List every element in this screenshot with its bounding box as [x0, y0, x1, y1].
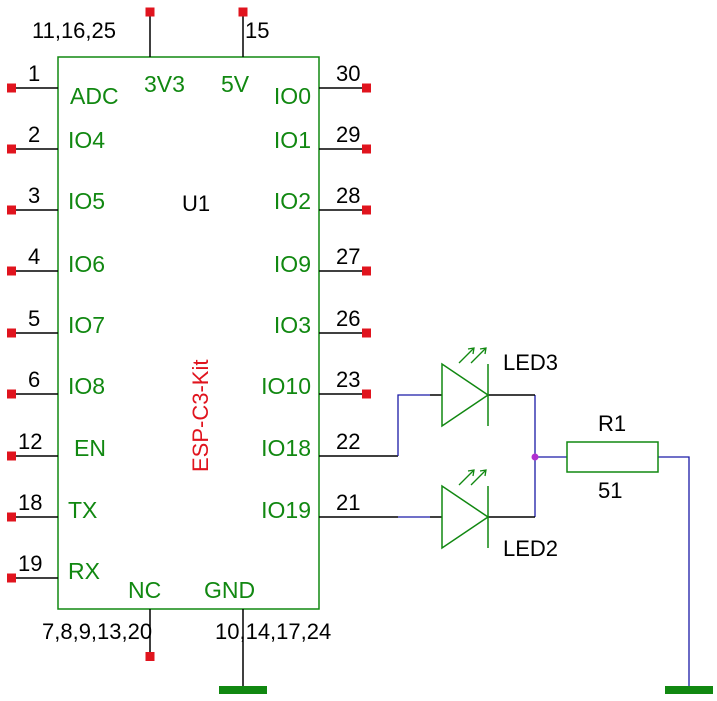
right-pin-io2[interactable]: 28 IO2: [274, 183, 371, 215]
right-pin-io0-name: IO0: [274, 83, 311, 109]
bottom-pin-gnd-name: GND: [204, 577, 255, 603]
left-pin-io5-name: IO5: [68, 188, 105, 214]
r1-value: 51: [598, 478, 622, 503]
right-pin-io1-name: IO1: [274, 127, 311, 153]
unconnected-marker: [238, 7, 248, 17]
left-pin-io7-name: IO7: [68, 312, 105, 338]
u1-value: ESP-C3-Kit: [188, 360, 213, 472]
unconnected-marker: [145, 7, 155, 17]
right-pin-io10[interactable]: 23 IO10: [261, 367, 371, 399]
right-pin-io10-name: IO10: [261, 373, 311, 399]
right-pin-io19-name: IO19: [261, 497, 311, 523]
left-pin-tx-number: 18: [18, 490, 42, 515]
unconnected-marker: [7, 328, 16, 338]
unconnected-marker: [7, 512, 16, 522]
left-pin-io8-number: 6: [28, 367, 40, 392]
left-pin-en-name: EN: [74, 435, 106, 461]
right-pin-io3[interactable]: 26 IO3: [274, 306, 371, 338]
left-pin-adc-number: 1: [28, 61, 40, 86]
right-pin-io19-number: 21: [336, 490, 360, 515]
right-pin-io2-number: 28: [336, 183, 360, 208]
left-pin-en-number: 12: [18, 429, 42, 454]
unconnected-marker: [7, 451, 16, 461]
left-pin-rx[interactable]: 19 RX: [7, 551, 100, 584]
top-pin-5v[interactable]: 15 5V: [221, 7, 269, 98]
right-pin-io1[interactable]: 29 IO1: [274, 122, 371, 154]
top-pin-5v-name: 5V: [221, 71, 250, 97]
junction-dot: [531, 453, 539, 461]
wire-r1-gnd[interactable]: [658, 456, 690, 687]
left-pin-io4[interactable]: 2 IO4: [7, 122, 105, 154]
right-pin-io1-number: 29: [336, 122, 360, 147]
right-pin-io2-name: IO2: [274, 188, 311, 214]
left-pin-rx-name: RX: [68, 558, 100, 584]
right-pin-io9[interactable]: 27 IO9: [274, 244, 371, 277]
light-arrows-icon: [458, 469, 487, 486]
led3[interactable]: LED3: [430, 347, 558, 428]
left-pin-io7[interactable]: 5 IO7: [7, 306, 105, 338]
bottom-pin-nc[interactable]: NC 7,8,9,13,20: [42, 577, 161, 661]
u1-designator: U1: [182, 191, 210, 216]
left-pin-en[interactable]: 12 EN: [7, 429, 106, 461]
left-pin-tx-name: TX: [68, 497, 97, 523]
unconnected-marker: [7, 573, 16, 583]
left-pin-io5-number: 3: [28, 183, 40, 208]
right-pin-io18[interactable]: 22 IO18: [261, 429, 398, 461]
top-pin-3v3-number: 11,16,25: [32, 18, 116, 43]
left-pin-io8[interactable]: 6 IO8: [7, 367, 105, 399]
bottom-pin-nc-name: NC: [128, 577, 161, 603]
resistor-r1[interactable]: R1 51: [566, 411, 659, 503]
unconnected-marker: [145, 652, 155, 661]
unconnected-marker: [7, 144, 16, 154]
led3-designator: LED3: [503, 350, 558, 375]
left-pin-adc[interactable]: 1 ADC: [7, 61, 119, 109]
right-pin-io18-name: IO18: [261, 435, 311, 461]
unconnected-marker: [362, 205, 371, 215]
right-pin-io9-name: IO9: [274, 251, 311, 277]
r1-designator: R1: [598, 411, 626, 436]
left-pin-io7-number: 5: [28, 306, 40, 331]
unconnected-marker: [362, 83, 371, 93]
unconnected-marker: [362, 328, 371, 338]
right-pin-io10-number: 23: [336, 367, 360, 392]
unconnected-marker: [7, 389, 16, 399]
unconnected-marker: [362, 266, 371, 276]
right-pin-io3-number: 26: [336, 306, 360, 331]
left-pin-adc-name: ADC: [70, 83, 119, 109]
led2[interactable]: LED2: [430, 469, 558, 561]
unconnected-marker: [7, 83, 16, 93]
left-pin-io6-number: 4: [28, 244, 40, 269]
left-pin-tx[interactable]: 18 TX: [7, 490, 97, 523]
top-pin-3v3[interactable]: 11,16,25 3V3: [32, 7, 185, 98]
right-pin-io18-number: 22: [336, 429, 360, 454]
unconnected-marker: [7, 266, 16, 276]
wire-io18-led3[interactable]: [397, 394, 430, 456]
light-arrows-icon: [458, 347, 487, 364]
led2-designator: LED2: [503, 536, 558, 561]
right-pin-io3-name: IO3: [274, 312, 311, 338]
unconnected-marker: [7, 205, 16, 215]
left-pin-io4-name: IO4: [68, 127, 105, 153]
left-pin-rx-number: 19: [18, 551, 42, 576]
left-pin-io8-name: IO8: [68, 373, 105, 399]
left-pin-io6-name: IO6: [68, 251, 105, 277]
left-pin-io4-number: 2: [28, 122, 40, 147]
unconnected-marker: [362, 389, 371, 399]
right-pin-io0-number: 30: [336, 61, 360, 86]
unconnected-marker: [362, 144, 371, 154]
ground-symbol: [219, 686, 267, 694]
left-pin-io5[interactable]: 3 IO5: [7, 183, 105, 215]
top-pin-3v3-name: 3V3: [144, 71, 185, 97]
ground-symbol: [665, 686, 713, 694]
left-pin-io6[interactable]: 4 IO6: [7, 244, 105, 277]
right-pin-io19[interactable]: 21 IO19: [261, 490, 398, 523]
right-pin-io0[interactable]: 30 IO0: [274, 61, 371, 109]
bottom-pin-nc-number: 7,8,9,13,20: [42, 619, 152, 644]
bottom-pin-gnd[interactable]: GND 10,14,17,24: [204, 577, 331, 694]
bottom-pin-gnd-number: 10,14,17,24: [215, 619, 331, 644]
right-pin-io9-number: 27: [336, 244, 360, 269]
top-pin-5v-number: 15: [245, 18, 269, 43]
